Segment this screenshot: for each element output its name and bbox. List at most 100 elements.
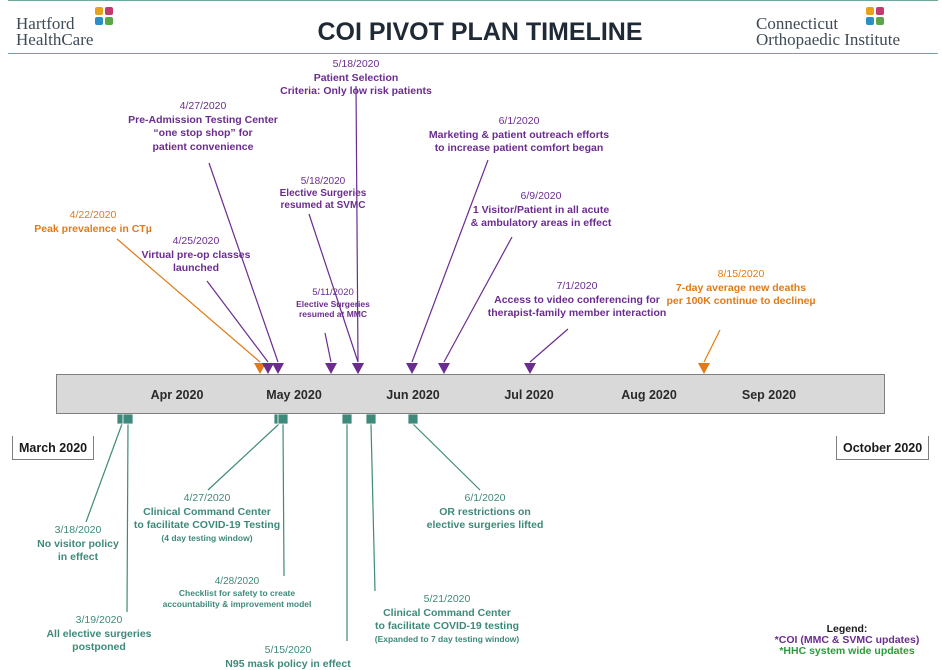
arrow-mmc-surgeries-head [325,363,337,374]
event-date: 4/28/2020 [214,576,260,587]
event-date: 4/22/2020 [69,209,117,221]
logo-right-line1: Connecticut [756,14,839,33]
arrow-peak-prevalence-line [116,238,261,363]
connector-command-center-4day [207,423,280,491]
event-date: 5/15/2020 [264,644,312,656]
connector-or-restrictions [412,423,481,491]
event-command-center-7day: 5/21/2020 Clinical Command Center to fac… [375,593,520,644]
event-text: launched [172,262,220,274]
arrow-one-visitor-line [443,236,513,363]
event-text: per 100K continue to declineµ [666,295,816,307]
event-date: 4/25/2020 [172,235,220,247]
event-pre-admission-testing: 4/27/2020 Pre-Admission Testing Center “… [128,100,278,154]
event-text: patient convenience [152,140,254,153]
arrow-deaths-decline-line [703,329,721,363]
connector-surgeries-postponed [126,423,129,613]
event-text: Pre-Admission Testing Center [128,113,278,126]
event-date: 4/27/2020 [183,492,231,504]
coi-logo: Connecticut Orthopaedic Institute [756,14,900,49]
hartford-logo: Hartford HealthCare [16,14,94,49]
event-text: All elective surgeries [46,627,152,640]
month-label-may: May 2020 [266,388,322,402]
event-date: 6/1/2020 [498,115,540,127]
end-label: October 2020 [836,436,930,460]
event-text: Virtual pre-op classes [141,248,251,261]
event-text: Access to video conferencing for [494,293,660,306]
event-text: Marketing & patient outreach efforts [428,128,610,141]
event-one-visitor: 6/9/2020 1 Visitor/Patient in all acute … [471,190,612,231]
month-label-aug: Aug 2020 [621,388,677,402]
event-date: 4/27/2020 [179,100,227,112]
event-mmc-surgeries: 5/11/2020 Elective Surgeries resumed at … [296,287,370,320]
event-date: 6/1/2020 [464,492,506,504]
timeline-marker-3 [277,413,289,425]
event-patient-selection: 5/18/2020 Patient Selection Criteria: On… [280,58,432,99]
arrow-video-conferencing-line [529,328,569,363]
event-text: N95 mask policy in effect [225,657,351,670]
month-label-sep: Sep 2020 [741,388,797,402]
event-text: to increase patient comfort began [434,142,604,154]
arrow-svmc-surgeries-head [352,363,364,374]
event-text: to facilitate COVID-19 Testing [133,519,281,531]
event-text: & ambulatory areas in effect [470,217,612,229]
event-or-restrictions: 6/1/2020 OR restrictions on elective sur… [427,492,544,533]
arrow-marketing-outreach-line [411,159,489,363]
legend-hhc: *HHC system wide updates [779,645,915,657]
connector-no-visitor [85,423,123,523]
event-text: 1 Visitor/Patient in all acute [472,203,610,216]
event-text: elective surgeries lifted [426,519,544,531]
logo-left-line1: Hartford [16,14,75,33]
event-date: 5/11/2020 [312,287,354,298]
event-no-visitor: 3/18/2020 No visitor policy in effect [37,524,119,565]
arrow-marketing-outreach-head [406,363,418,374]
page-title: COI PIVOT PLAN TIMELINE [317,18,643,46]
event-text: postponed [72,641,126,653]
event-text: Peak prevalence in CTµ [34,222,152,235]
event-text: Clinical Command Center [383,606,511,619]
legend-coi: *COI (MMC & SVMC updates) [774,634,920,646]
arrow-pre-admission-testing-head [272,363,284,374]
event-text: Elective Surgeries [296,298,370,309]
hhc-logo-icon [95,7,115,27]
event-text: Elective Surgeries [279,188,367,199]
logo-left-line2: HealthCare [16,30,94,49]
arrow-virtual-preop-line [206,280,269,363]
event-text: therapist-family member interaction [487,307,667,319]
event-text: Clinical Command Center [143,505,271,518]
event-command-center-4day: 4/27/2020 Clinical Command Center to fac… [134,492,280,543]
event-text: No visitor policy [37,537,119,550]
event-text: accountability & improvement model [162,598,312,609]
arrow-pre-admission-testing-line [208,162,279,363]
month-label-jun: Jun 2020 [386,388,440,402]
event-text: Checklist for safety to create [178,588,296,598]
event-virtual-preop: 4/25/2020 Virtual pre-op classes launche… [142,235,251,276]
coi-logo-icon [866,7,886,27]
start-label: March 2020 [12,436,95,460]
arrow-video-conferencing-head [524,363,536,374]
event-surgeries-postponed: 3/19/2020 All elective surgeries postpon… [46,614,151,655]
timeline-marker-1 [122,413,134,425]
event-marketing-outreach: 6/1/2020 Marketing & patient outreach ef… [429,115,609,156]
event-date: 5/18/2020 [300,176,346,187]
event-date: 8/15/2020 [717,268,765,280]
timeline-marker-5 [365,413,377,425]
event-date: 5/18/2020 [332,58,380,70]
arrow-patient-selection-line [355,85,359,363]
arrow-deaths-decline-head [698,363,710,374]
header-band [8,0,938,54]
month-label-jul: Jul 2020 [504,388,554,402]
month-label-apr: Apr 2020 [150,388,204,402]
event-date: 6/9/2020 [520,190,562,202]
arrow-svmc-surgeries-line [308,213,359,363]
event-note: (4 day testing window) [161,532,253,543]
logo-right-line2: Orthopaedic Institute [756,30,900,49]
arrow-mmc-surgeries-line [324,332,332,363]
event-text: “one stop shop” for [153,127,253,139]
connector-safety-checklist [282,423,285,577]
event-text: Criteria: Only low risk patients [280,85,432,97]
legend-title: Legend: [826,623,868,635]
event-video-conferencing: 7/1/2020 Access to video conferencing fo… [488,280,667,321]
event-peak-prevalence: 4/22/2020 Peak prevalence in CTµ [34,209,152,236]
